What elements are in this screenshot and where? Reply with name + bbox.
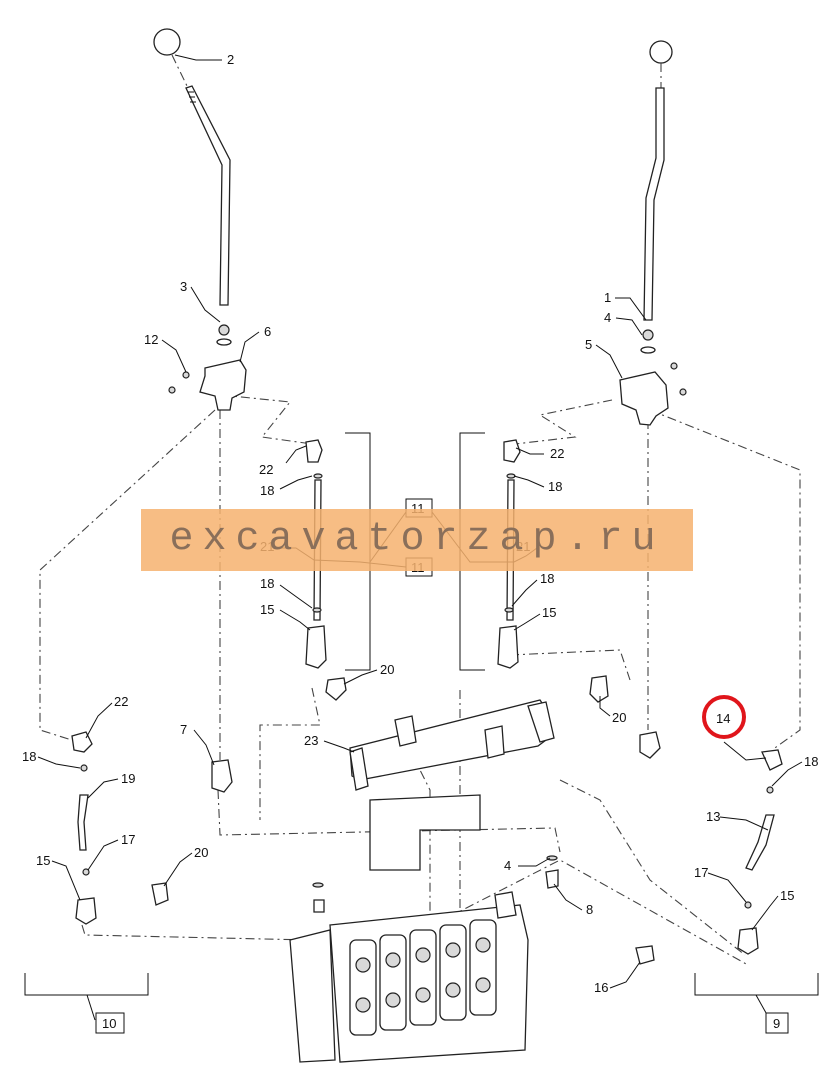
box-label-9: 9 <box>773 1016 780 1031</box>
callout-23: 23 <box>304 733 318 748</box>
callout-15-lower-right: 15 <box>780 888 794 903</box>
callout-16: 16 <box>594 980 608 995</box>
callout-15-left: 15 <box>260 602 274 617</box>
callout-22-right: 22 <box>550 446 564 461</box>
left-lever-assembly <box>153 28 247 411</box>
callout-15-right: 15 <box>542 605 556 620</box>
lever-shaft-right <box>643 87 665 321</box>
callout-15-lower-left: 15 <box>36 853 50 868</box>
lever-knob-left <box>153 28 181 56</box>
left-lower-linkage <box>71 731 233 925</box>
callout-7: 7 <box>180 722 187 737</box>
callout-12: 12 <box>144 332 158 347</box>
part-7-joint <box>211 759 233 793</box>
callout-4-bottom: 4 <box>504 858 511 873</box>
callout-18-lower-left: 18 <box>22 749 36 764</box>
right-lower-linkage <box>635 731 783 965</box>
callout-17-left: 17 <box>121 832 135 847</box>
lever-bracket-left <box>199 359 247 411</box>
callout-1: 1 <box>604 290 611 305</box>
highlight-circle <box>702 695 746 739</box>
watermark-band <box>141 509 693 571</box>
callout-18-right-top: 18 <box>548 479 562 494</box>
callout-20-right: 20 <box>612 710 626 725</box>
callout-4-top: 4 <box>604 310 611 325</box>
part-8-screw <box>545 855 559 889</box>
control-valve <box>289 794 529 1063</box>
callout-18-left-bottom: 18 <box>260 576 274 591</box>
right-lever-assembly <box>619 40 687 426</box>
callout-2: 2 <box>227 52 234 67</box>
callout-6: 6 <box>264 324 271 339</box>
callout-20-lower: 20 <box>194 845 208 860</box>
callout-19: 19 <box>121 771 135 786</box>
callout-18-left-top: 18 <box>260 483 274 498</box>
lever-bracket-right <box>619 371 669 426</box>
box-label-10: 10 <box>102 1016 116 1031</box>
callout-13: 13 <box>706 809 720 824</box>
lever-shaft-left <box>185 85 231 306</box>
part-23-crossbar <box>349 699 555 791</box>
callout-17-right: 17 <box>694 865 708 880</box>
callout-3: 3 <box>180 279 187 294</box>
watermark-text: excavatorzap.ru <box>169 517 665 562</box>
lever-knob-right <box>649 40 673 64</box>
callout-8: 8 <box>586 902 593 917</box>
callout-20-left: 20 <box>380 662 394 677</box>
callout-18-right-bottom: 18 <box>540 571 554 586</box>
callout-18-lower-right: 18 <box>804 754 818 769</box>
callout-22-lower: 22 <box>114 694 128 709</box>
callout-5: 5 <box>585 337 592 352</box>
connection-lines <box>39 394 801 1000</box>
callout-22-left: 22 <box>259 462 273 477</box>
